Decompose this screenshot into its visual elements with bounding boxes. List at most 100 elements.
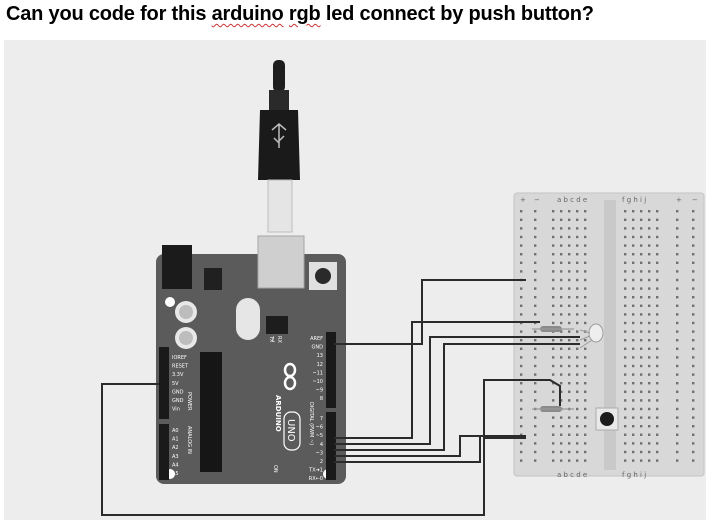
breadboard-hole: [692, 287, 695, 290]
breadboard-hole: [520, 407, 523, 411]
breadboard-hole: [624, 287, 627, 290]
breadboard-hole: [584, 270, 587, 273]
pin-label: AREF: [310, 336, 323, 342]
question-suffix: led connect by push button?: [320, 3, 594, 25]
breadboard-hole: [534, 356, 537, 359]
breadboard-hole: [584, 218, 587, 221]
breadboard-hole: [552, 347, 555, 350]
breadboard-hole: [656, 416, 659, 419]
breadboard-hole: [692, 227, 695, 230]
breadboard-hole: [568, 425, 571, 428]
breadboard-hole: [534, 339, 537, 342]
breadboard-hole: [640, 313, 643, 316]
pin-label: Vin: [172, 407, 180, 413]
breadboard-hole: [552, 339, 555, 342]
breadboard-hole: [520, 244, 523, 247]
breadboard-hole: [576, 382, 579, 385]
breadboard-hole: [632, 244, 635, 247]
breadboard-hole: [520, 373, 523, 376]
breadboard-hole: [624, 210, 627, 213]
breadboard-hole: [692, 270, 695, 273]
breadboard-hole: [568, 210, 571, 213]
breadboard-hole: [576, 278, 579, 282]
breadboard-hole: [534, 347, 537, 350]
breadboard-hole: [560, 296, 563, 299]
power-header: [159, 347, 169, 419]
breadboard-hole: [560, 235, 563, 239]
breadboard-hole: [534, 313, 537, 316]
breadboard-hole: [568, 399, 571, 402]
breadboard-hole: [656, 390, 659, 393]
breadboard-hole: [560, 244, 563, 247]
breadboard-hole: [568, 442, 571, 445]
breadboard-hole: [552, 261, 555, 264]
breadboard-hole: [520, 227, 523, 230]
breadboard-hole: [576, 347, 579, 350]
digital-label: DIGITAL (PWM ~): [308, 402, 314, 445]
breadboard-holes: [520, 210, 695, 462]
breadboard-hole: [640, 253, 643, 256]
breadboard-hole: [624, 304, 627, 307]
breadboard-hole: [576, 210, 579, 213]
breadboard-hole: [656, 278, 659, 282]
rail-minus-right: −: [692, 196, 698, 204]
breadboard-hole: [692, 278, 695, 282]
breadboard-hole: [576, 330, 579, 333]
breadboard-hole: [648, 253, 651, 256]
breadboard-hole: [568, 235, 571, 239]
breadboard-hole: [560, 210, 563, 213]
breadboard-hole: [676, 382, 679, 385]
breadboard-hole: [640, 425, 643, 428]
breadboard-hole: [640, 210, 643, 213]
breadboard-hole: [584, 382, 587, 385]
breadboard-hole: [692, 321, 695, 325]
breadboard-hole: [552, 321, 555, 325]
breadboard-hole: [676, 425, 679, 428]
breadboard-hole: [692, 339, 695, 342]
push-button[interactable]: [595, 407, 619, 431]
breadboard-hole: [534, 278, 537, 282]
breadboard-hole: [534, 373, 537, 376]
breadboard-hole: [648, 416, 651, 419]
breadboard-hole: [656, 244, 659, 247]
breadboard-hole: [656, 321, 659, 325]
breadboard-hole: [534, 382, 537, 385]
breadboard-hole: [576, 235, 579, 239]
breadboard-hole: [676, 210, 679, 213]
breadboard-hole: [656, 287, 659, 290]
breadboard-hole: [568, 382, 571, 385]
breadboard-hole: [692, 313, 695, 316]
breadboard-hole: [534, 287, 537, 290]
breadboard-hole: [692, 304, 695, 307]
breadboard-hole: [632, 287, 635, 290]
breadboard-hole: [692, 433, 695, 436]
breadboard-hole: [692, 442, 695, 445]
breadboard-hole: [632, 321, 635, 325]
breadboard-hole: [656, 442, 659, 445]
breadboard-hole: [534, 210, 537, 213]
wires: [101, 279, 580, 516]
breadboard-hole: [560, 253, 563, 256]
breadboard-hole: [568, 416, 571, 419]
breadboard-hole: [676, 296, 679, 299]
breadboard-hole: [676, 399, 679, 402]
pin-label: ~3: [316, 450, 323, 456]
pin-label: ~6: [316, 425, 323, 431]
breadboard-hole: [584, 442, 587, 445]
breadboard-hole: [520, 399, 523, 402]
breadboard-hole: [520, 330, 523, 333]
reset-button-cap[interactable]: [315, 268, 331, 284]
breadboard-hole: [648, 227, 651, 230]
breadboard-hole: [656, 407, 659, 411]
breadboard-hole: [568, 253, 571, 256]
breadboard-hole: [552, 278, 555, 282]
breadboard-hole: [576, 244, 579, 247]
breadboard-hole: [560, 425, 563, 428]
breadboard-hole: [568, 356, 571, 359]
breadboard-hole: [640, 390, 643, 393]
breadboard-hole: [552, 442, 555, 445]
breadboard-hole: [534, 399, 537, 402]
breadboard-hole: [632, 218, 635, 221]
breadboard-hole: [560, 373, 563, 376]
